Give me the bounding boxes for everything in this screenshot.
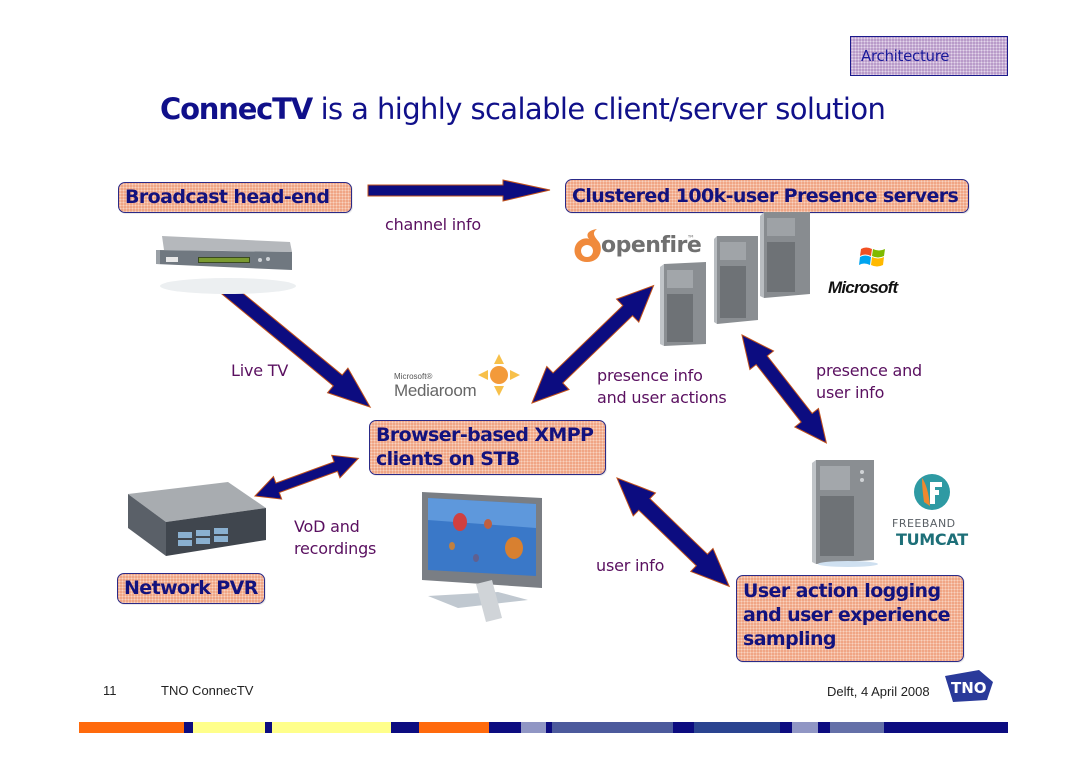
- arrow-channel-info: [367, 179, 551, 202]
- node-presence-label: Clustered 100k-user Presence servers: [572, 185, 959, 207]
- node-user-action-logging: User action logging and user experience …: [736, 575, 964, 662]
- stripe-segment: [489, 722, 521, 733]
- openfire-tm: ™: [687, 234, 695, 243]
- title-rest: is a highly scalable client/server solut…: [311, 92, 886, 126]
- label-presence-info-line1: presence info: [597, 366, 703, 385]
- label-presence-user-info: presence and user info: [816, 360, 922, 404]
- freeband-text: FREEBAND: [892, 517, 956, 530]
- node-xmpp-line1: Browser-based XMPP: [376, 424, 594, 446]
- stripe-segment: [818, 722, 830, 733]
- label-user-info: user info: [596, 556, 665, 575]
- label-vod: VoD and recordings: [294, 516, 376, 560]
- node-logging-line2: and user experience: [743, 604, 951, 626]
- label-live-tv: Live TV: [231, 361, 289, 380]
- section-tag: Architecture: [850, 36, 1008, 76]
- page-number: 11: [103, 683, 117, 698]
- microsoft-text: Microsoft: [828, 278, 898, 297]
- node-pvr-label: Network PVR: [124, 577, 258, 599]
- node-network-pvr: Network PVR: [117, 573, 265, 604]
- title-brand: ConnecTV: [160, 92, 313, 126]
- windows-flag-icon: [859, 247, 885, 267]
- openfire-logo: openfire ™: [573, 228, 703, 268]
- freeband-f-icon: [914, 474, 950, 510]
- tno-logo: TNO: [943, 668, 995, 704]
- label-presence-user-line2: user info: [816, 383, 885, 402]
- arrow-presence-user-info: [741, 334, 828, 444]
- footer-date: Delft, 4 April 2008: [827, 684, 930, 699]
- television-with-remote-icon: [418, 488, 548, 628]
- node-logging-line3: sampling: [743, 628, 836, 650]
- stripe-segment: [552, 722, 673, 733]
- mediaroom-small-text: Microsoft®: [394, 372, 433, 381]
- stripe-segment: [419, 722, 489, 733]
- stripe-segment: [79, 722, 184, 733]
- openfire-text: openfire: [601, 233, 702, 258]
- mediaroom-logo: Microsoft® Mediaroom: [394, 352, 524, 402]
- stripe-segment: [521, 722, 546, 733]
- arrow-presence-info: [531, 284, 655, 404]
- label-presence-info-line2: and user actions: [597, 388, 727, 407]
- tno-logo-text: TNO: [951, 679, 987, 697]
- label-vod-line1: VoD and: [294, 517, 360, 536]
- stripe-segment: [694, 722, 780, 733]
- mediaroom-text: Mediaroom: [394, 381, 477, 400]
- stripe-segment: [792, 722, 818, 733]
- tumcat-text: TUMCAT: [896, 530, 968, 549]
- label-channel-info: channel info: [385, 215, 482, 234]
- slide-title: ConnecTV is a highly scalable client/ser…: [160, 92, 886, 126]
- stripe-segment: [884, 722, 1008, 733]
- label-presence-user-line1: presence and: [816, 361, 922, 380]
- arrow-live-tv: [216, 278, 372, 409]
- stripe-segment: [272, 722, 391, 733]
- node-broadcast-head-end: Broadcast head-end: [118, 182, 352, 213]
- node-xmpp-line2: clients on STB: [376, 448, 520, 470]
- stripe-segment: [265, 722, 272, 733]
- server-tower-cluster-icon: [660, 212, 815, 347]
- freeband-tumcat-logo: FREEBAND TUMCAT: [890, 472, 980, 554]
- node-broadcast-label: Broadcast head-end: [125, 186, 330, 208]
- server-tower-1: [660, 262, 706, 346]
- arrow-vod: [253, 454, 360, 500]
- footer-color-stripe: [79, 722, 1008, 733]
- stripe-segment: [391, 722, 419, 733]
- label-vod-line2: recordings: [294, 539, 377, 558]
- label-presence-info: presence info and user actions: [597, 365, 727, 409]
- stripe-segment: [193, 722, 265, 733]
- stripe-segment: [184, 722, 193, 733]
- stripe-segment: [546, 722, 552, 733]
- footer-org: TNO ConnecTV: [161, 683, 254, 698]
- server-tower-2: [714, 236, 758, 324]
- mediaroom-star-icon: [478, 354, 520, 396]
- arrow-user-info: [616, 477, 731, 588]
- rack-encoder-icon: [150, 228, 300, 298]
- node-logging-line1: User action logging: [743, 580, 941, 602]
- openfire-flame-icon: [574, 229, 601, 262]
- server-tower-icon: [808, 456, 880, 568]
- stripe-segment: [673, 722, 694, 733]
- stripe-segment: [780, 722, 792, 733]
- rack-storage-icon: [118, 478, 268, 563]
- node-xmpp-clients: Browser-based XMPP clients on STB: [369, 420, 606, 475]
- microsoft-logo: Microsoft: [826, 245, 921, 300]
- server-tower-3: [760, 212, 810, 298]
- node-presence-servers: Clustered 100k-user Presence servers: [565, 179, 969, 213]
- stripe-segment: [830, 722, 884, 733]
